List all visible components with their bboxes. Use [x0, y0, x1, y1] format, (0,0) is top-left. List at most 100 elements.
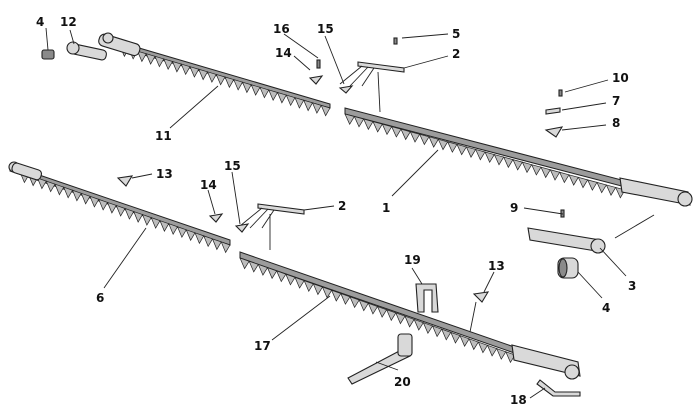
callout-14-lower: 14 [200, 178, 217, 192]
callout-20: 20 [394, 375, 411, 389]
knife-tooth [224, 76, 235, 89]
knife-tooth [80, 192, 91, 205]
knife-tooth [431, 325, 443, 338]
knife-tooth [596, 181, 607, 194]
knife-tooth [194, 232, 205, 245]
knife-tooth [312, 283, 324, 296]
knife-tooth [285, 273, 296, 286]
knife-tooth [136, 50, 147, 63]
knife-tooth [503, 156, 514, 169]
knife-tooth [168, 223, 179, 236]
knife-tooth [477, 341, 489, 354]
callout-9: 9 [510, 201, 518, 215]
knife-tooth [521, 161, 533, 174]
knife-tooth [311, 102, 322, 114]
knife-tooth [266, 267, 278, 280]
callout-6: 6 [96, 291, 104, 305]
callout-4-top: 4 [36, 15, 44, 29]
knife-tooth [71, 189, 82, 202]
knife-tooth [239, 257, 250, 270]
callout-18: 18 [510, 393, 527, 407]
knife-tooth [367, 302, 379, 315]
knife-tooth [386, 309, 397, 322]
knife-tooth [268, 89, 279, 101]
callout-13-right: 13 [488, 259, 505, 273]
knife-tooth [587, 179, 598, 191]
knife-tooth [206, 71, 217, 83]
knife-tooth [447, 141, 458, 153]
callout-4-lower: 4 [602, 301, 610, 315]
callout-7: 7 [612, 94, 620, 108]
knife-tooth [331, 289, 342, 302]
knife-tooth [395, 312, 406, 325]
knife-tooth [163, 58, 174, 70]
knife-tooth [320, 104, 331, 117]
knife-tooth [344, 113, 355, 126]
knife-tooth [176, 226, 187, 239]
knife-section-2-lower [239, 203, 305, 250]
knife-tooth [215, 73, 226, 86]
cap-4-top [41, 49, 55, 60]
knife-tooth [276, 91, 287, 104]
knife-tooth [89, 195, 100, 208]
callout-3: 3 [628, 279, 636, 293]
knife-tooth [353, 116, 365, 128]
knife-tooth [303, 280, 314, 293]
knife-tooth [141, 213, 152, 226]
knife-tooth [381, 123, 393, 136]
callout-19: 19 [404, 253, 421, 267]
knife-tooth [54, 183, 65, 196]
knife-tooth [233, 79, 244, 91]
knife-tooth [248, 260, 259, 273]
knife-tooth [154, 55, 165, 68]
knife-tooth [475, 148, 486, 161]
rivet-5 [393, 37, 398, 45]
knife-tooth [468, 338, 479, 351]
tool-20 [347, 333, 413, 385]
callout-15-top: 15 [317, 22, 334, 36]
knife-tooth [250, 84, 261, 96]
callout-2-lower: 2 [338, 199, 346, 213]
knife-tooth [285, 94, 296, 107]
section-14-top [308, 75, 324, 85]
callout-13-left: 13 [156, 167, 173, 181]
knife-tooth [294, 97, 305, 109]
knife-tooth [459, 335, 470, 347]
knife-tooth [422, 322, 434, 335]
knife-tooth [276, 270, 287, 283]
callout-8: 8 [612, 116, 620, 130]
knife-tooth [349, 296, 360, 309]
clip-19 [415, 283, 439, 313]
callout-14-top: 14 [275, 46, 292, 60]
knife-tooth [259, 86, 270, 99]
knife-bar-6 [8, 161, 231, 254]
knife-tooth [559, 171, 570, 184]
callout-17: 17 [254, 339, 271, 353]
knife-tooth [391, 126, 402, 138]
knife-tooth [400, 128, 411, 141]
knife-tooth [171, 60, 182, 73]
knife-tooth [36, 177, 47, 190]
knife-tooth [605, 184, 617, 196]
knife-bar-1 [344, 107, 693, 207]
knife-tooth [358, 299, 369, 312]
callout-16: 16 [273, 22, 290, 36]
knife-tooth [549, 169, 561, 181]
knife-tooth [220, 241, 231, 254]
callout-labels: 4 12 16 15 5 14 2 11 10 7 8 13 14 15 2 1… [36, 15, 636, 407]
callout-2-top: 2 [452, 47, 460, 61]
knife-tooth [409, 131, 421, 143]
knife-tooth [198, 68, 209, 81]
knife-tooth [577, 176, 589, 189]
knife-bar-17 [239, 251, 581, 380]
knife-tooth [241, 81, 252, 94]
section-13-right [472, 291, 490, 303]
rivet-10 [558, 89, 563, 97]
knife-tooth [496, 347, 507, 360]
section-15-lower [234, 223, 250, 233]
knife-tooth [98, 198, 109, 211]
knife-tooth [124, 207, 135, 220]
knife-tooth [419, 133, 430, 146]
bushing-4 [557, 257, 579, 279]
knife-tooth [294, 276, 305, 289]
